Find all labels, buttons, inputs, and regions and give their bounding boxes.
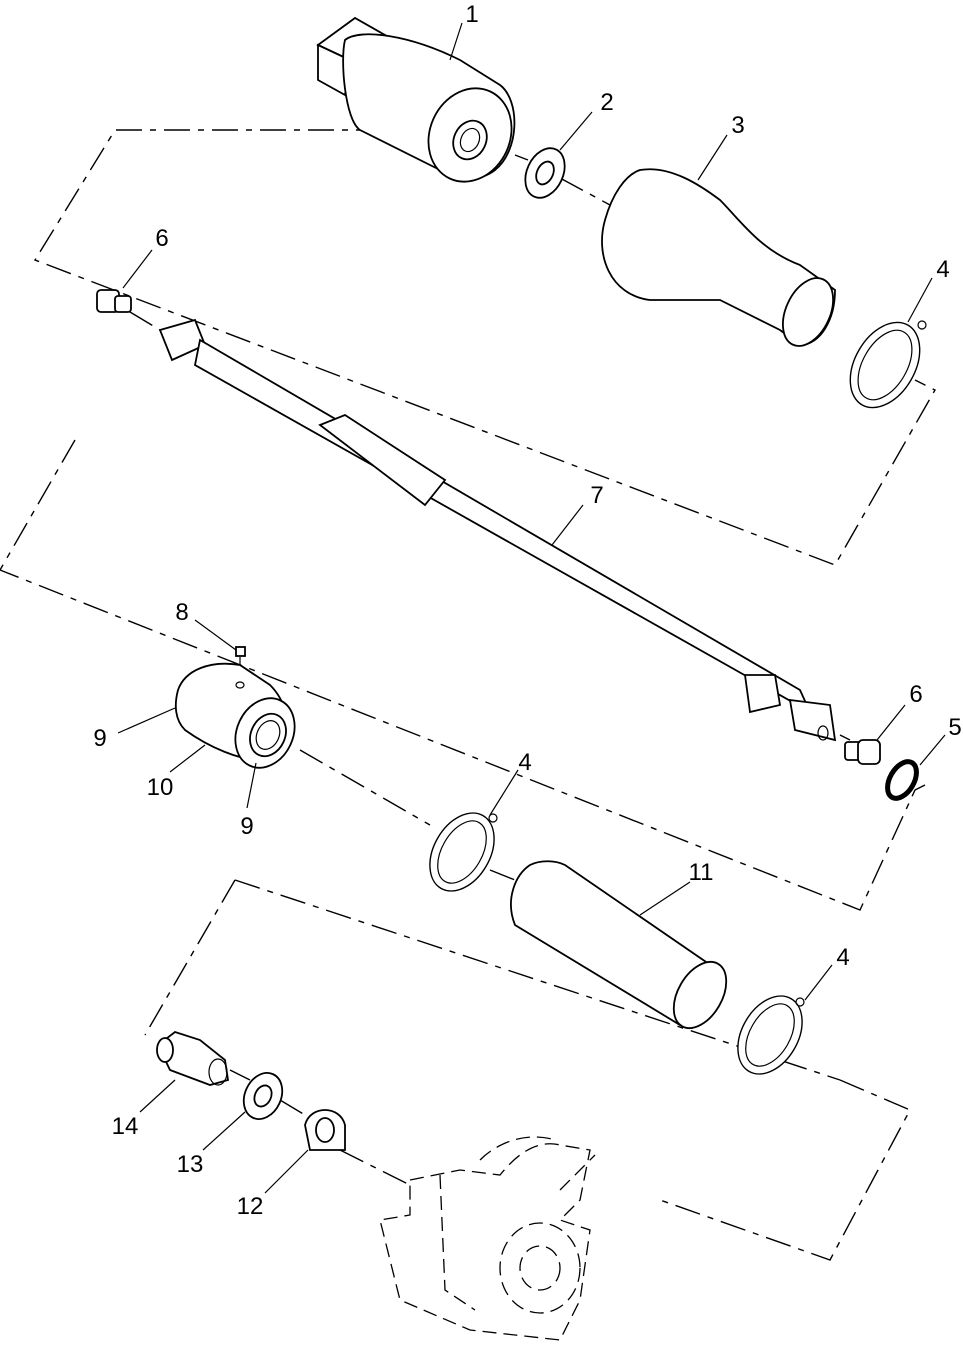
part-4-clamp-lower [737, 995, 805, 1075]
part-10-coupler [174, 662, 296, 769]
reference-fan-assembly [379, 1136, 596, 1341]
callout-4-lower: 4 [836, 944, 849, 971]
callout-6-lower: 6 [909, 681, 922, 708]
callout-4-upper: 4 [936, 256, 949, 283]
part-14-fitting [156, 1030, 230, 1086]
part-7-shaft [158, 318, 837, 742]
part-12-bracket [304, 1109, 346, 1151]
callout-10: 10 [147, 774, 174, 801]
callout-14: 14 [112, 1113, 139, 1140]
callout-leaders [117, 22, 946, 1194]
part-2-washer [524, 147, 566, 199]
part-5-o-ring [885, 759, 919, 801]
callout-11: 11 [689, 859, 714, 886]
callout-8: 8 [175, 599, 188, 626]
part-3-boot [601, 168, 836, 347]
callout-2: 2 [600, 89, 613, 116]
part-13-washer [242, 1072, 284, 1120]
callout-labels: 1 2 3 4 6 7 8 9 10 9 6 5 4 11 4 14 13 12 [93, 1, 961, 1220]
callout-12: 12 [237, 1193, 264, 1220]
part-4-clamp-upper [849, 320, 927, 409]
callout-7: 7 [590, 482, 603, 509]
callout-13: 13 [177, 1151, 204, 1178]
callout-5: 5 [948, 714, 961, 741]
callout-4-middle: 4 [518, 749, 531, 776]
part-4-clamp-middle [429, 812, 498, 892]
callout-1: 1 [465, 1, 478, 28]
part-6-plug-lower [844, 739, 881, 765]
callout-9-upper: 9 [93, 725, 106, 752]
part-1-housing [316, 16, 516, 183]
callout-9-lower: 9 [240, 813, 253, 840]
callout-6-upper: 6 [155, 225, 168, 252]
part-11-tube [510, 860, 728, 1029]
callout-3: 3 [731, 112, 744, 139]
part-6-plug-upper [96, 289, 132, 313]
